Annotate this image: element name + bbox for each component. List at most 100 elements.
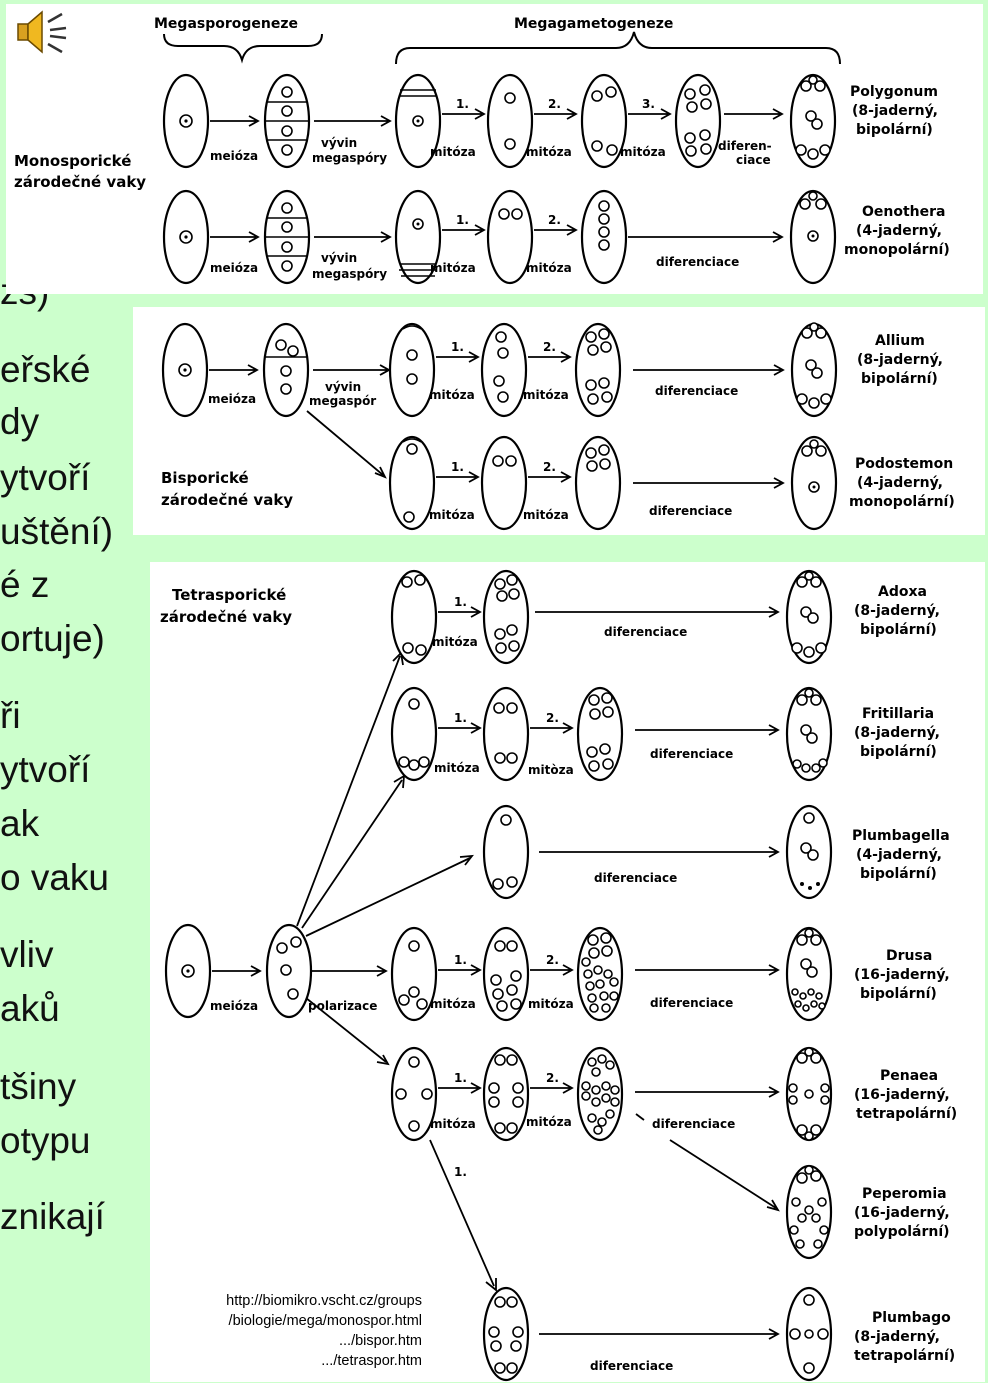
slide-text-line: vliv [0,934,54,975]
peperomia-label: polypolární) [854,1224,950,1240]
source-link[interactable]: /biologie/mega/monospor.html [228,1313,422,1329]
arrow [296,651,404,927]
tetrasporic-diagram: Tetrasporické zárodečné vaky meióza pola… [160,569,957,1382]
arrow [530,722,574,734]
podostemon-label: monopolární) [849,494,955,510]
oenothera-label: (4-jaderný, [856,223,942,239]
mitosis-label: mitòza [528,763,574,777]
step-label: 2. [548,97,561,111]
slide-text-line: dy [0,401,40,442]
fritillaria-label: (8-jaderný, [854,725,940,741]
arrow [436,351,480,363]
mitosis-label: mitóza [434,761,480,775]
penaea-row: 1. mitóza 2. mitóza diferenciace Penaea … [390,1046,957,1212]
oenothera-row: meióza vývin megaspóry 1. mitóza 2. mitó… [162,189,950,285]
arrow [438,964,482,976]
slide-text-line: ytvoří [0,457,91,498]
plumbagella-label: bipolární) [860,866,937,882]
fritillaria-label: bipolární) [860,744,937,760]
arrow [539,846,780,858]
differentiation-label: diferenciace [656,255,739,269]
megaspore-development-label: megaspóry [312,267,387,281]
arrow [312,965,388,977]
mitosis-label: mitóza [430,145,476,159]
source-link[interactable]: .../tetraspor.htm [321,1353,422,1369]
tetrasporic-group-label: zárodečné vaky [160,608,292,626]
step-label: 1. [451,460,464,474]
fritillaria-label: Fritillaria [862,706,934,722]
monosporic-group-label: zárodečné vaky [14,173,146,191]
arrow [635,1113,645,1121]
polygonum-row: meióza vývin megaspóry 1. mitóza 2. mitó… [162,73,938,169]
arrow [306,410,387,479]
slide-text-line: ytvoří [0,749,91,790]
polygonum-label: Polygonum [850,84,938,100]
step-label: 1. [454,1165,467,1179]
allium-label: bipolární) [861,371,938,387]
polarization-label: polarizace [308,999,377,1013]
megagametogenesis-brace [395,31,841,65]
monosporic-diagram: Megasporogeneze Megagametogeneze meióza … [14,16,950,285]
megasporogenesis-brace [163,33,323,64]
drusa-label: Drusa [886,948,932,964]
penaea-label: Penaea [880,1068,938,1084]
differentiation-label: diferenciace [590,1359,673,1373]
embryo-sac [394,189,442,285]
allium-label: (8-jaderný, [857,352,943,368]
embryo-sac [482,1046,530,1142]
arrow [305,997,390,1066]
differentiation-label: diferenciace [604,625,687,639]
mitosis-label: mitóza [523,388,569,402]
embryo-sac [574,435,622,531]
slide-text-line: ortuje) [0,618,105,659]
podostemon-label: (4-jaderný, [857,475,943,491]
speaker-icon[interactable] [14,8,70,56]
differentiation-label: diferenciace [650,996,733,1010]
slide-text-line: ak [0,803,40,844]
differentiation-label: diferenciace [649,504,732,518]
arrow [210,115,260,127]
peperomia-label: Peperomia [862,1186,947,1202]
meiosis-label: meióza [210,261,258,275]
speaker-icon-graphic [17,10,67,54]
slide-text-line: ři [0,695,21,736]
monosporic-group-label: Monosporické [14,152,131,170]
arrow [429,1139,497,1292]
source-link[interactable]: http://biomikro.vscht.cz/groups [226,1293,422,1309]
step-label: 2. [546,1071,559,1085]
drusa-label: bipolární) [860,986,937,1002]
arrow [438,1082,482,1094]
bisporic-diagram: meióza vývin megaspór 1. mitóza 2. mitóz… [161,322,955,531]
drusa-label: (16-jaderný, [854,967,950,983]
source-link[interactable]: .../bispor.htm [338,1333,422,1349]
step-label: 3. [642,97,655,111]
arrow [633,364,785,376]
arrow [212,965,262,977]
step-label: 1. [454,595,467,609]
slide-text-line: uštění) [0,511,114,552]
differentiation-label: ciace [736,153,771,167]
differentiation-label: diferenciace [594,871,677,885]
arrow [635,964,780,976]
polygonum-label: (8-jaderný, [852,103,938,119]
arrow [534,224,578,236]
arrow [438,606,482,618]
differentiation-label: diferenciace [652,1117,735,1131]
adoxa-label: bipolární) [860,622,937,638]
slide-text-line: aků [0,988,60,1029]
oenothera-label: monopolární) [844,242,950,258]
arrow [535,606,780,618]
arrow [210,231,260,243]
embryo-sac [388,322,436,418]
step-label: 2. [543,340,556,354]
mitosis-label: mitóza [429,508,475,522]
embryo-sac [576,686,624,782]
arrow [305,854,474,937]
allium-label: Allium [875,333,925,349]
polygonum-label: bipolární) [856,122,933,138]
arrow [628,231,784,243]
embryo-sac [574,322,622,418]
embryo-sac [482,686,530,782]
embryo-sac [480,435,528,531]
arrow [301,774,406,929]
